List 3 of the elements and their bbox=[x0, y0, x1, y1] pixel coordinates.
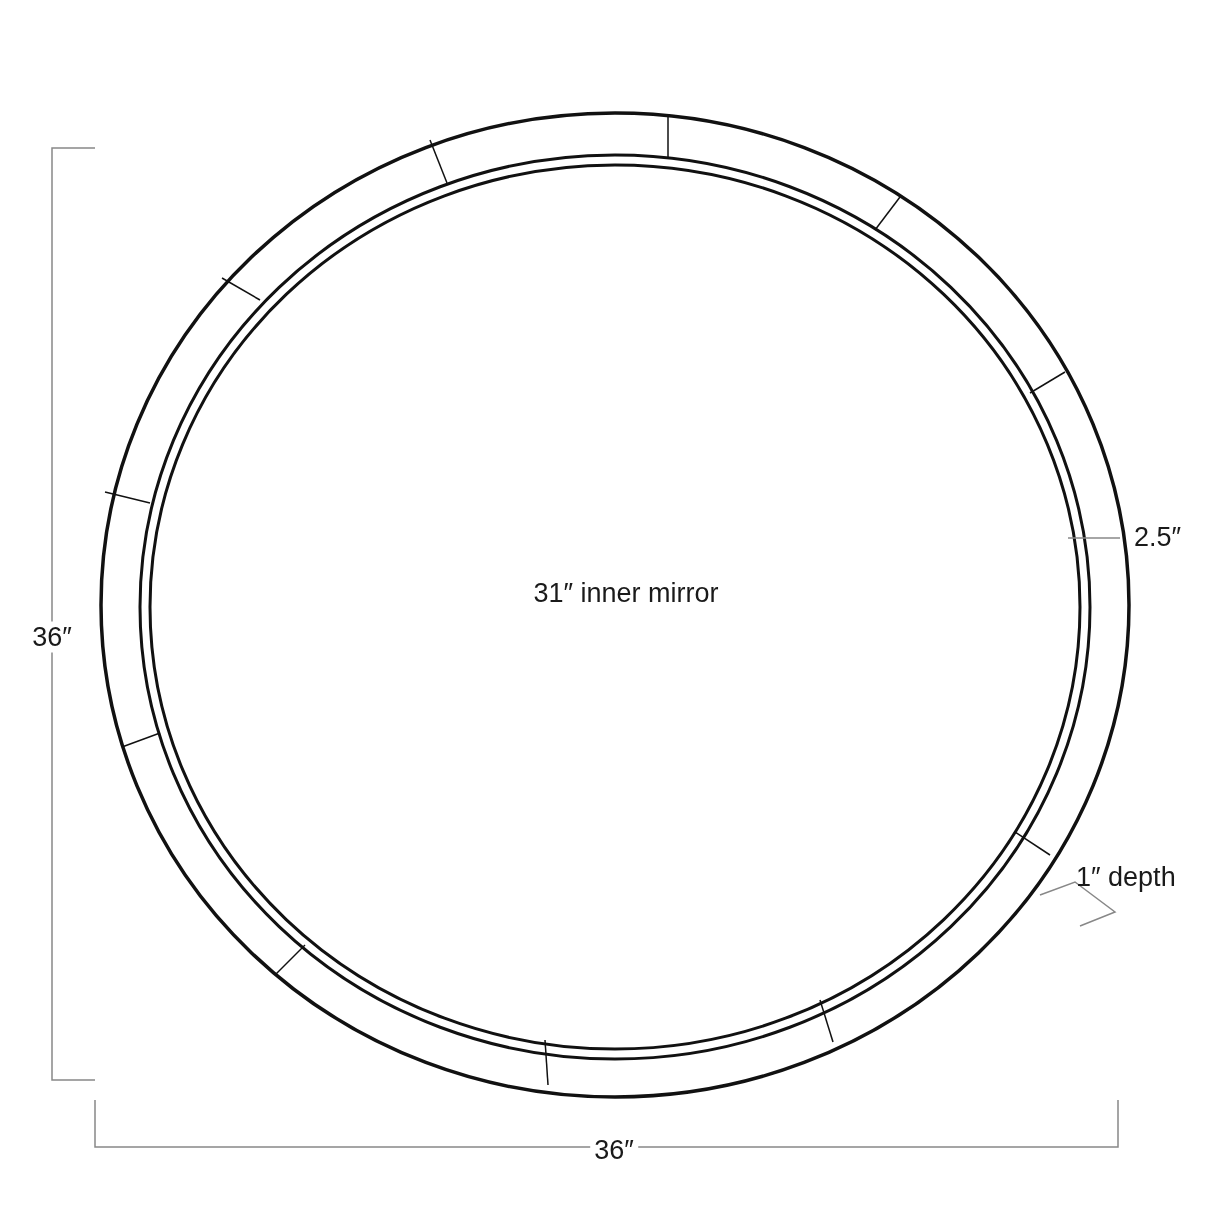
dimension-label: 1″ depth bbox=[1075, 861, 1177, 893]
mirror-label: 31″ inner mirror bbox=[532, 577, 720, 609]
dimension-label: 2.5″ bbox=[1133, 521, 1183, 553]
